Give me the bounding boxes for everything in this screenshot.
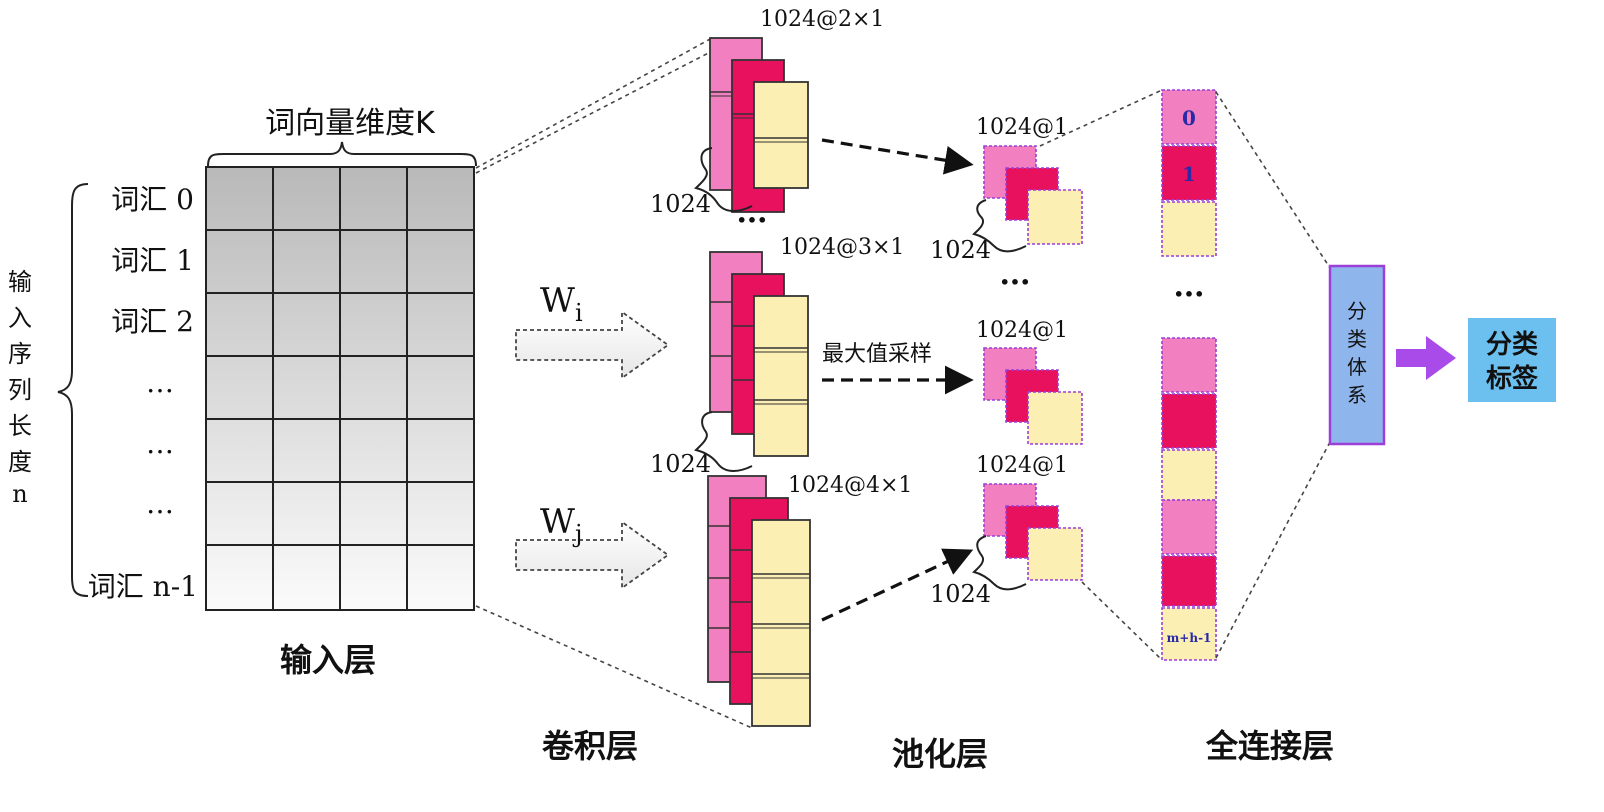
- row-label-1: 词汇 1: [111, 244, 194, 277]
- input-matrix: [205, 166, 475, 611]
- fc-layer-title: 全连接层: [1205, 727, 1334, 765]
- row-ellipsis-3: …: [146, 487, 174, 520]
- conv-ellipsis: •••: [737, 211, 768, 230]
- sequence-char: 长: [8, 412, 32, 440]
- input-layer-title: 输入层: [280, 641, 376, 679]
- pool-group-1: 1024@1 1024: [930, 115, 1083, 264]
- fc-top-cells: 0 1: [1161, 89, 1217, 257]
- sequence-char: 列: [8, 376, 32, 404]
- row-label-0: 词汇 0: [111, 183, 194, 216]
- pool-depth-label-1: 1024: [930, 236, 991, 264]
- filter-arrow-icon: [515, 520, 670, 590]
- sequence-char: n: [12, 480, 27, 508]
- conv-layer: 1024@2×1 1024 ••• 1024@3×1 1024: [542, 7, 912, 765]
- fc-bottom-cells: m+h-1: [1161, 337, 1217, 661]
- conv-group-3-label: 1024@4×1: [788, 473, 912, 498]
- filter-wi-base: W: [540, 281, 575, 321]
- pool-group-2-label: 1024@1: [976, 318, 1068, 343]
- pool-layer: 1024@1 1024 ••• 1024@1 1024@1 1024 池化层: [892, 115, 1083, 773]
- sequence-label: 输 入 序 列 长 度 n: [8, 268, 32, 508]
- classifier-char: 分: [1347, 299, 1367, 323]
- fc-cell-label-0: 0: [1182, 106, 1196, 130]
- svg-text:Wj: Wj: [540, 502, 582, 548]
- pooling-arrows: [821, 138, 974, 622]
- conv-group-1: 1024@2×1 1024 •••: [650, 7, 884, 230]
- projection-lines-pool: [1039, 89, 1163, 661]
- conv-layer-title: 卷积层: [542, 727, 638, 765]
- row-ellipsis-2: …: [146, 427, 174, 460]
- fc-cell-label-1: 1: [1182, 162, 1196, 186]
- sequence-char: 输: [8, 268, 32, 296]
- classifier-char: 体: [1347, 355, 1367, 379]
- output-label-line1: 分类: [1486, 330, 1538, 360]
- filter-wi-sub: i: [575, 299, 583, 327]
- row-label-n-1: 词汇 n-1: [88, 570, 198, 603]
- dimension-label: 词向量维度K: [265, 106, 436, 141]
- projection-lines-input: [475, 37, 753, 729]
- filter-arrow-icon: [515, 310, 670, 380]
- classifier-char: 系: [1347, 383, 1367, 407]
- conv-depth-label-1: 1024: [650, 190, 711, 218]
- output-arrow-icon: [1396, 336, 1456, 380]
- pool-group-2: 1024@1: [976, 318, 1083, 445]
- filter-wj-sub: j: [572, 520, 582, 548]
- fc-layer: 0 1 ••• m+h-1 全连接层: [1161, 89, 1334, 765]
- conv-group-1-label: 1024@2×1: [760, 7, 884, 32]
- output-label-box: 分类 标签: [1468, 318, 1556, 402]
- filter-wj-base: W: [540, 502, 575, 542]
- filter-wj: Wj: [515, 502, 670, 590]
- pool-ellipsis: •••: [1000, 273, 1031, 292]
- sequence-char: 入: [8, 304, 32, 332]
- pool-group-1-label: 1024@1: [976, 115, 1068, 140]
- classifier-char: 类: [1347, 327, 1367, 351]
- conv-group-2-label: 1024@3×1: [780, 235, 904, 260]
- pool-group-3: 1024@1 1024: [930, 453, 1083, 608]
- row-label-2: 词汇 2: [111, 305, 194, 338]
- max-sampling-label: 最大值采样: [822, 342, 932, 367]
- filter-wi: Wi: [515, 281, 670, 380]
- pool-depth-label-3: 1024: [930, 580, 991, 608]
- sequence-char: 序: [8, 340, 32, 368]
- projection-lines-fc: [1215, 91, 1331, 659]
- input-layer: 词向量维度K 输 入 序 列 长 度 n 词汇 0 词汇 1 词汇 2 … … …: [8, 106, 477, 679]
- row-ellipsis-1: …: [146, 366, 174, 399]
- svg-text:Wi: Wi: [540, 281, 583, 327]
- conv-group-2: 1024@3×1 1024: [650, 235, 904, 478]
- classifier-box: 分 类 体 系: [1328, 264, 1386, 446]
- output-label-line2: 标签: [1486, 363, 1539, 394]
- conv-group-3: 1024@4×1: [707, 473, 912, 727]
- pool-layer-title: 池化层: [892, 735, 988, 773]
- sequence-char: 度: [8, 448, 32, 476]
- pool-group-3-label: 1024@1: [976, 453, 1068, 478]
- fc-ellipsis: •••: [1174, 285, 1205, 304]
- conv-depth-label-2: 1024: [650, 450, 711, 478]
- sequence-brace: [57, 183, 89, 597]
- fc-cell-label-last: m+h-1: [1167, 631, 1212, 645]
- dimension-brace: [207, 141, 477, 167]
